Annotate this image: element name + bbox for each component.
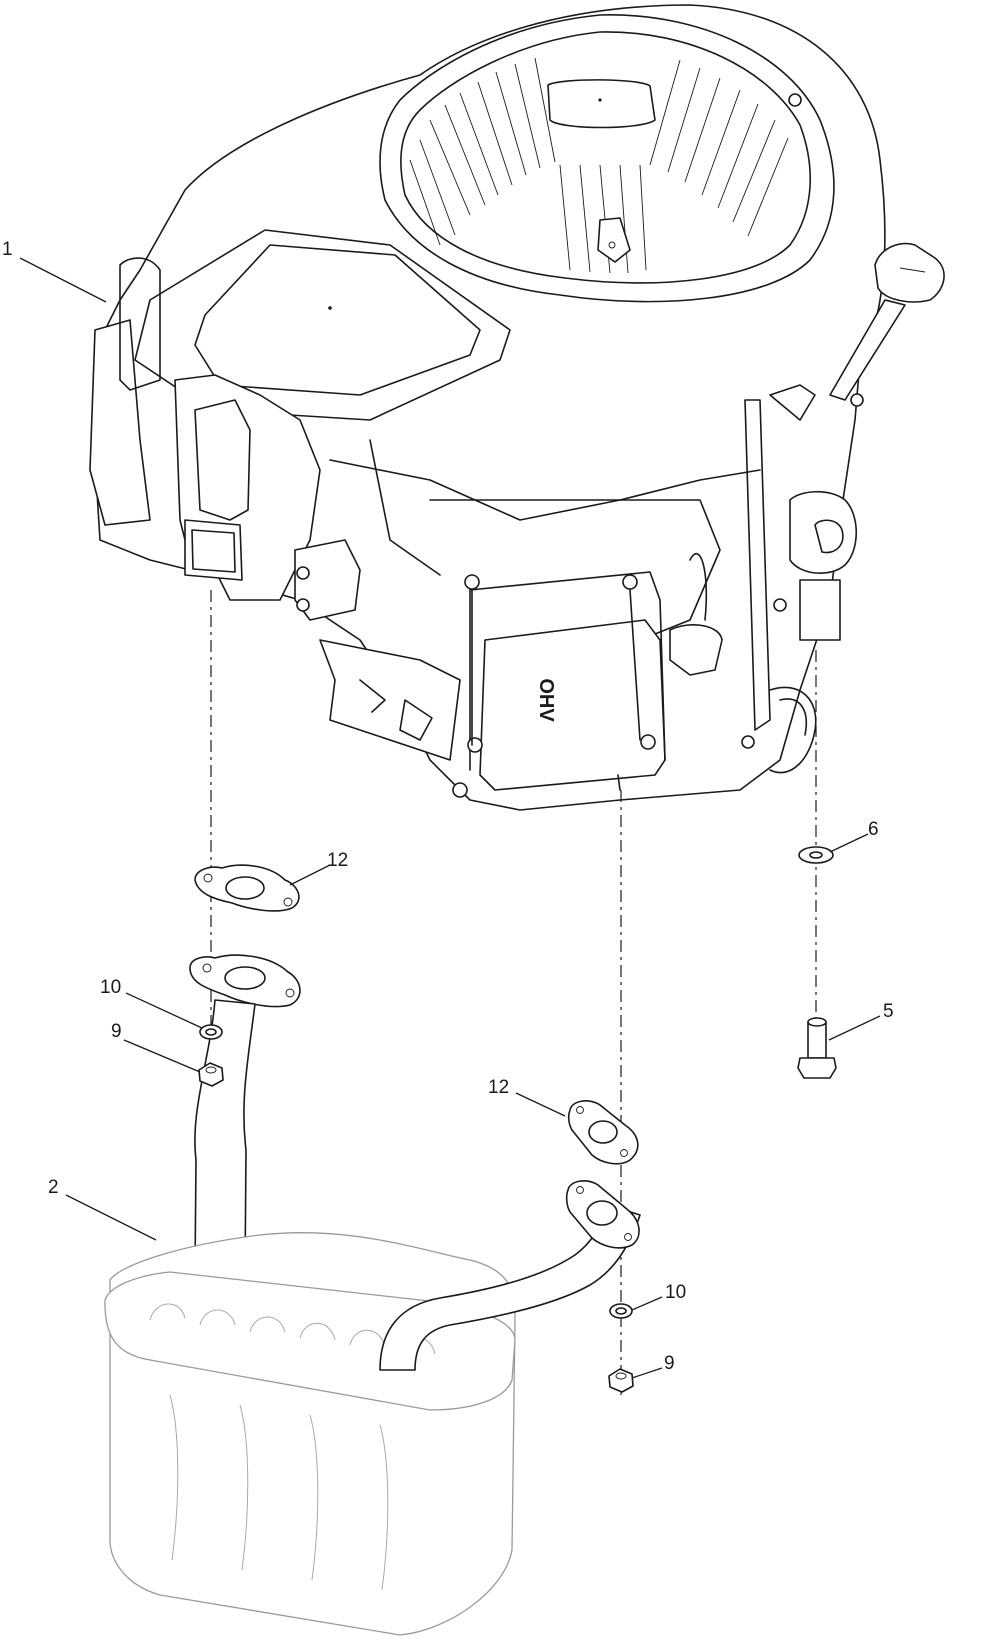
lock-washer-10-right [609, 1303, 633, 1319]
callout-12-right: 12 [488, 1077, 509, 1098]
washer-6 [798, 846, 834, 864]
callout-5: 5 [883, 1001, 894, 1022]
dipstick-tube [829, 299, 906, 401]
callout-leaders [19, 257, 881, 1379]
muffler [104, 999, 641, 1636]
callout-9-left: 9 [111, 1021, 122, 1042]
engine-assembly: OHV [89, 4, 945, 811]
callout-10-left: 10 [100, 977, 121, 998]
callout-2: 2 [48, 1177, 59, 1198]
callout-6: 6 [868, 819, 879, 840]
gasket-upper [194, 864, 300, 912]
valve-cover-ohv-text: OHV [535, 678, 557, 722]
gasket-right [567, 1100, 639, 1165]
valve-cover [479, 619, 666, 791]
grille-center-pad [547, 79, 656, 129]
nut-9-right [608, 1368, 634, 1393]
callout-1: 1 [2, 239, 13, 260]
callout-12-upper: 12 [327, 850, 348, 871]
callout-10-right: 10 [665, 1282, 686, 1303]
exhaust-flange-right [565, 1180, 640, 1249]
nut-9-left [198, 1062, 224, 1087]
lock-washer-10-left [199, 1024, 223, 1040]
callout-labels: 1 2 5 6 9 9 10 10 12 12 [2, 239, 894, 1374]
callout-9-right: 9 [664, 1353, 675, 1374]
bolt-5 [797, 1017, 837, 1079]
oil-cap [874, 242, 945, 303]
assembly-centerlines [210, 590, 817, 1395]
exhaust-flange-left [189, 954, 301, 1008]
